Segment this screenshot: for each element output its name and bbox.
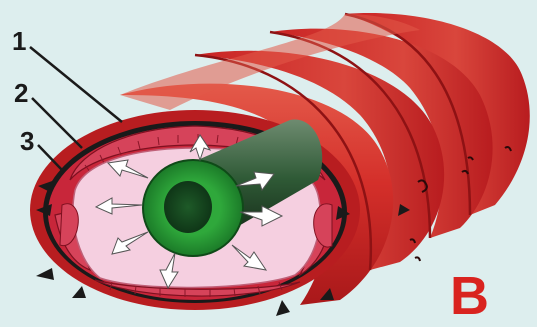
label-1: 1 [12,26,26,56]
label-3: 3 [20,126,34,156]
leader-line-2 [32,98,82,148]
panel-letter: B [450,266,489,326]
label-2: 2 [14,78,28,108]
inner-tube-lumen [164,181,212,233]
